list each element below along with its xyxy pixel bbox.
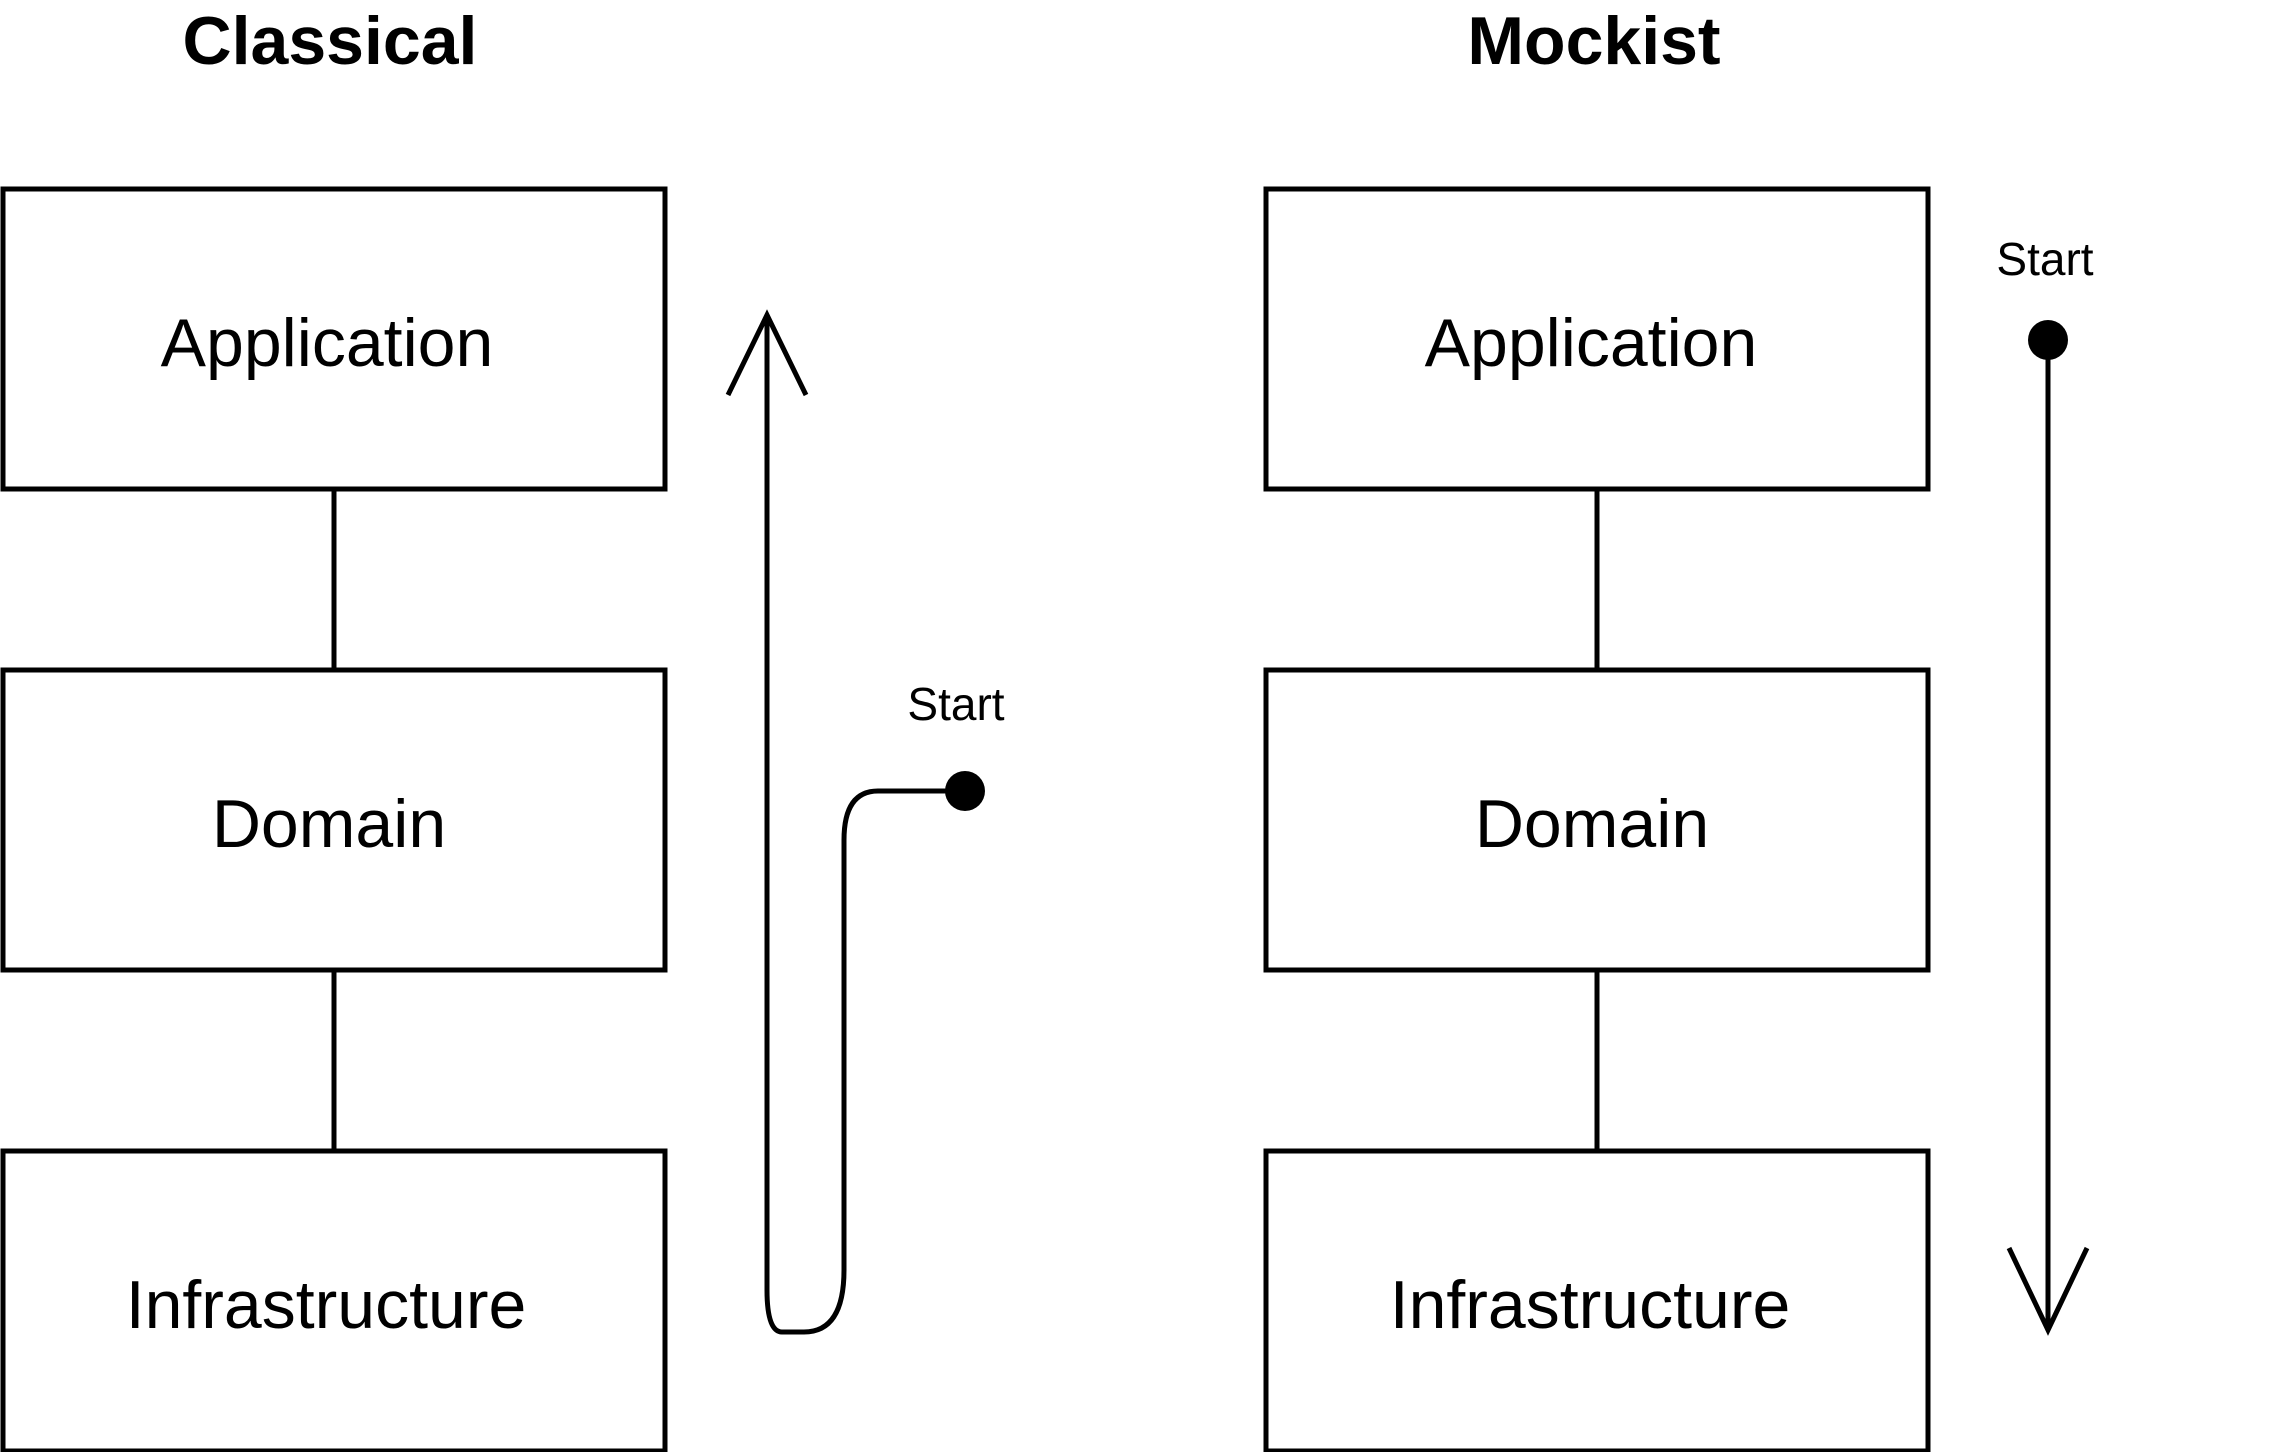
mockist-title: Mockist [1467, 3, 1720, 79]
classical-infrastructure-label: Infrastructure [126, 1267, 527, 1343]
classical-domain-box [0, 667, 668, 973]
mockist-layer-application: Application [1263, 186, 1931, 492]
classical-arrowhead-up-icon [725, 309, 809, 397]
mockist-layer-infrastructure: Infrastructure [1263, 1148, 1931, 1452]
classical-application-label: Application [161, 305, 494, 381]
mockist-application-box [1263, 186, 1931, 492]
mockist-application-label: Application [1425, 305, 1758, 381]
classical-layer-infrastructure: Infrastructure [0, 1148, 668, 1452]
mockist-layer-domain: Domain [1263, 667, 1931, 973]
mockist-panel: Mockist Application Domain Infrastructur… [1263, 3, 2094, 1452]
classical-start-label: Start [907, 678, 1004, 730]
mockist-arrowhead-down-icon [2006, 1246, 2090, 1336]
mockist-domain-label: Domain [1475, 786, 1709, 862]
classical-infrastructure-box [0, 1148, 668, 1452]
mockist-infrastructure-label: Infrastructure [1390, 1267, 1791, 1343]
classical-layer-application: Application [0, 186, 668, 492]
classical-start-dot-icon [945, 771, 985, 811]
classical-title: Classical [183, 3, 478, 79]
mockist-domain-box [1263, 667, 1931, 973]
classical-layer-domain: Domain [0, 667, 668, 973]
mockist-start-dot-icon [2028, 320, 2068, 360]
classical-flow-path [764, 315, 965, 1335]
classical-panel: Classical Application Domain Infrastruct… [0, 3, 1005, 1452]
mockist-infrastructure-box [1263, 1148, 1931, 1452]
mockist-start-label: Start [1996, 233, 2093, 285]
classical-domain-label: Domain [212, 786, 446, 862]
classical-application-box [0, 186, 668, 492]
